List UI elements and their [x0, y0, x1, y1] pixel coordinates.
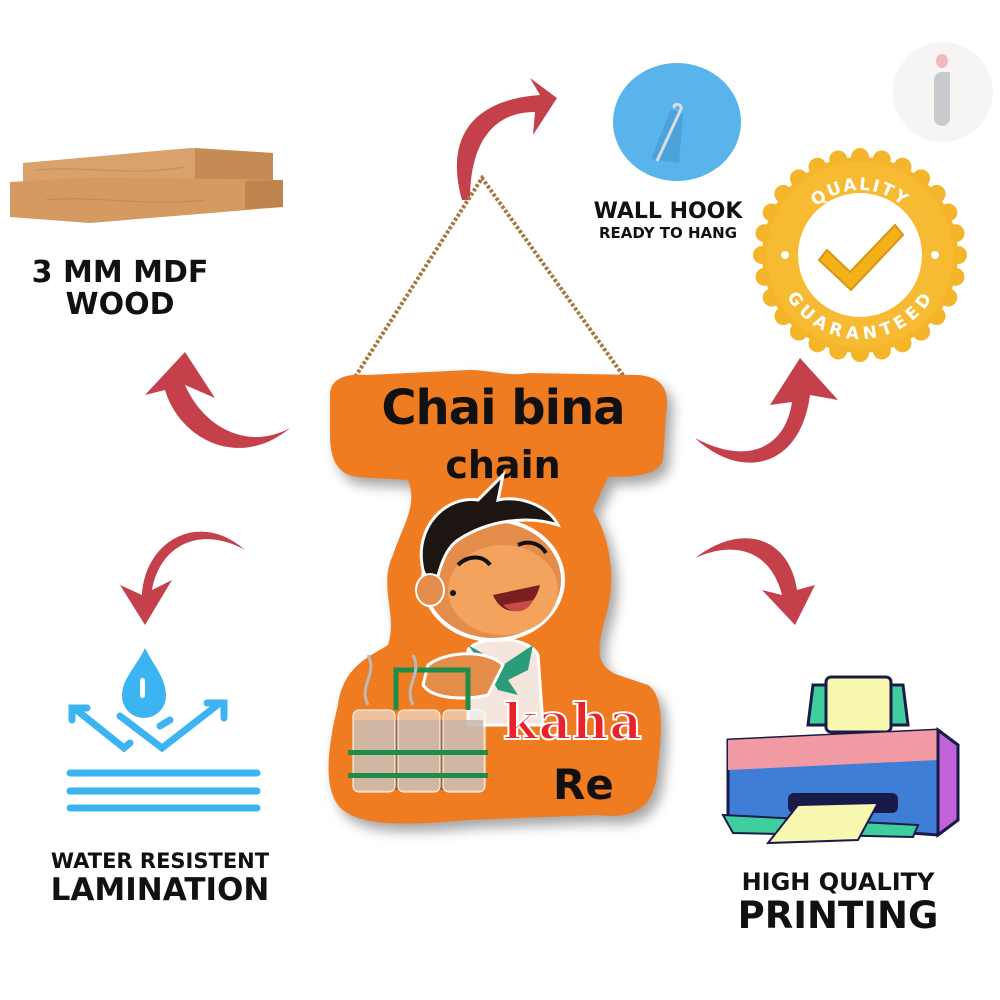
wall-hook-icon — [613, 63, 741, 181]
mdf-line1: 3 MM MDF — [31, 255, 209, 290]
logo-stem-icon — [934, 72, 950, 126]
water-line2: LAMINATION — [50, 872, 270, 909]
chai-glasses-holder-icon — [348, 654, 488, 793]
chai-boy-illustration — [348, 470, 565, 793]
wood-planks-icon — [10, 148, 283, 223]
print-line2: PRINTING — [737, 894, 939, 938]
water-resistant-icon — [66, 648, 261, 812]
arrow-to-printer-icon — [695, 538, 815, 625]
arrow-to-wood-icon — [145, 352, 290, 448]
printing-label: HIGH QUALITY PRINTING — [718, 868, 958, 938]
sign-board: Chai bina chain — [318, 365, 688, 835]
printer-icon — [721, 675, 960, 845]
sign-line-kaha: kaha — [502, 691, 643, 752]
arrow-to-quality-icon — [695, 358, 838, 463]
wall-hook-label: WALL HOOK READY TO HANG — [578, 200, 758, 242]
quality-badge-icon: QUALITY GUARANTEED — [753, 148, 967, 362]
print-line1: HIGH QUALITY — [741, 868, 935, 896]
brand-logo — [893, 42, 993, 142]
water-resistant-label: WATER RESISTENT LAMINATION — [30, 850, 290, 907]
arrow-to-water-icon — [120, 531, 245, 625]
logo-dot-icon — [936, 54, 948, 68]
mdf-line2: WOOD — [65, 286, 175, 322]
sign-line-chai-bina: Chai bina — [381, 380, 625, 436]
mdf-wood-label: 3 MM MDF WOOD — [20, 257, 220, 320]
sign-line-re: Re — [553, 760, 614, 809]
hanging-rope — [348, 174, 632, 387]
arrow-to-hook-icon — [456, 78, 557, 200]
hook-line1: WALL HOOK — [593, 199, 743, 224]
water-line1: WATER RESISTENT — [50, 849, 270, 873]
hook-line2: READY TO HANG — [598, 224, 738, 243]
